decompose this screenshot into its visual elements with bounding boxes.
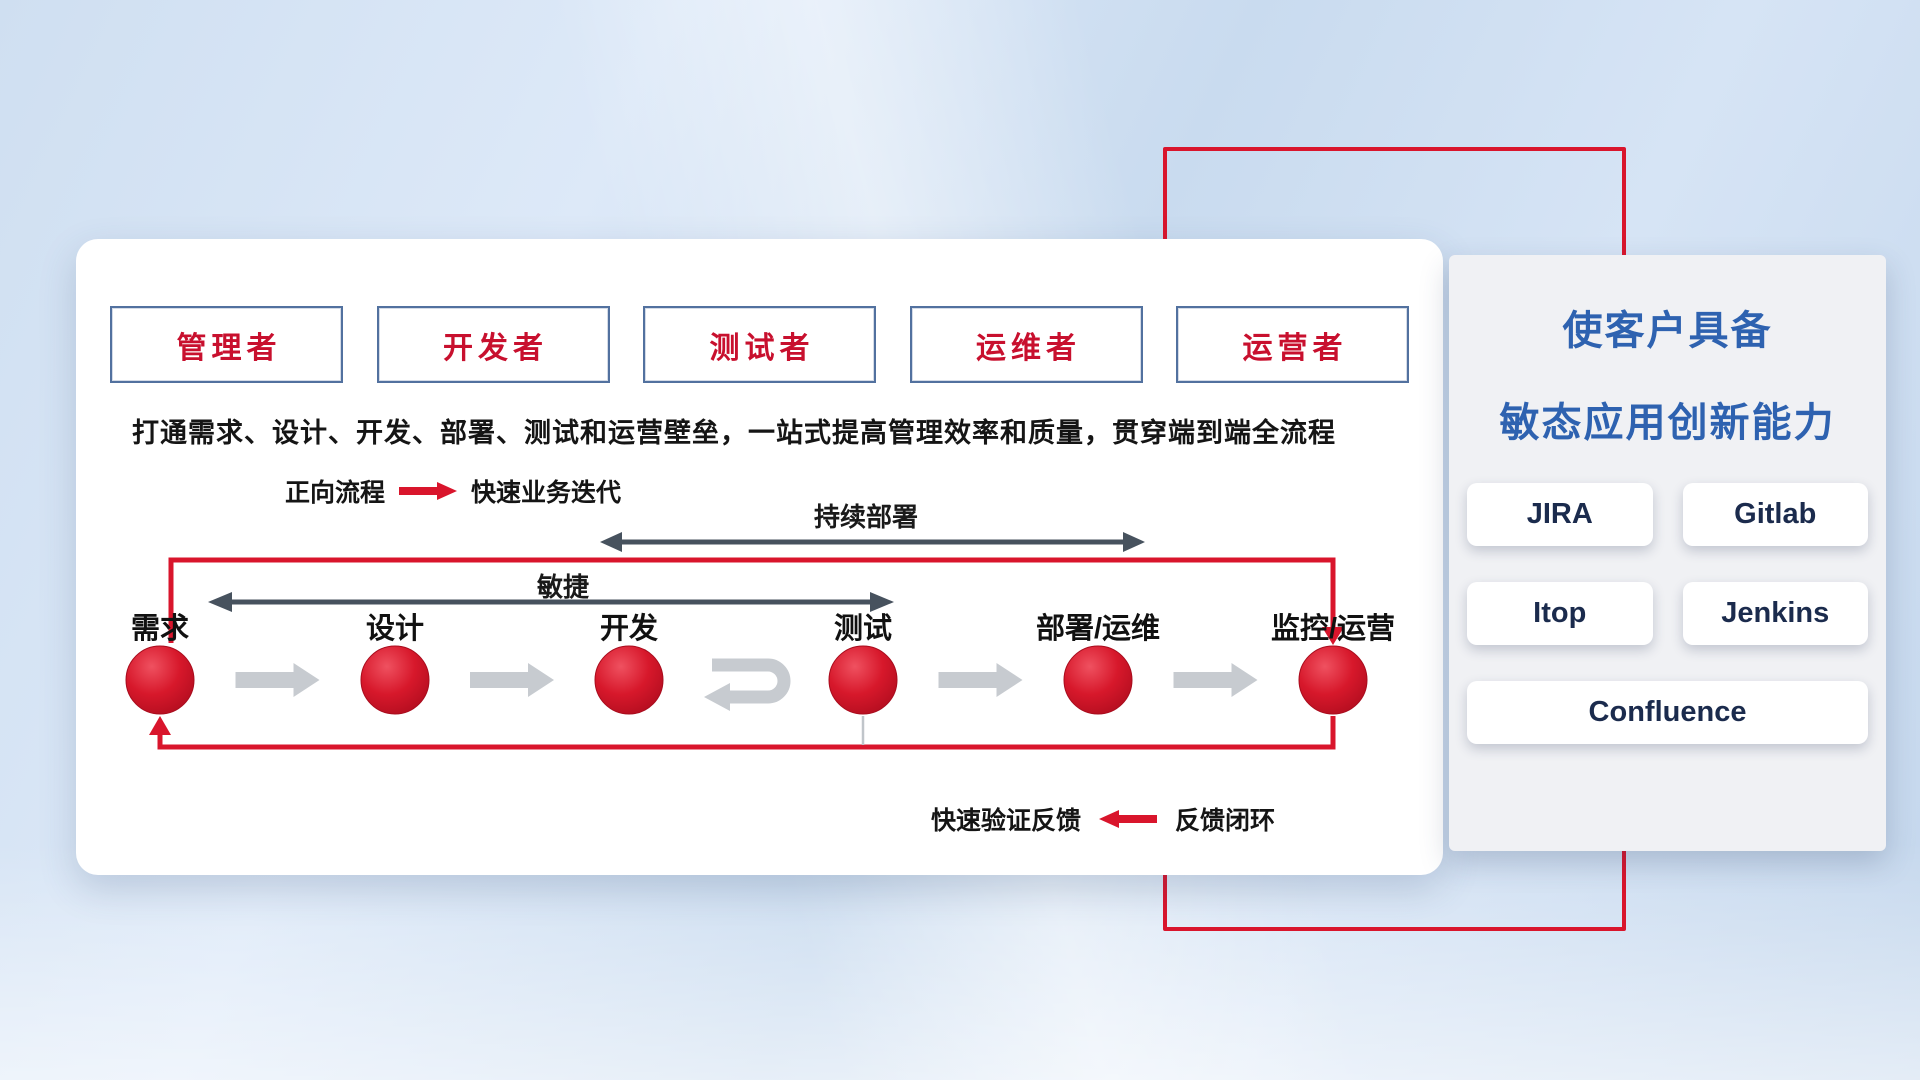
panel-title-line1: 使客户具备 <box>1562 309 1773 353</box>
stage-node-develop <box>594 645 664 715</box>
agile-arrowhead-left <box>208 592 232 612</box>
continuous-deploy-label: 持续部署 <box>813 502 919 532</box>
flow-arrow-1 <box>235 663 320 697</box>
feedback-loop-arrowhead <box>149 716 171 735</box>
stage-label-deploy-ops: 部署/运维 <box>1035 613 1161 645</box>
role-label-operator: 运营者 <box>1242 331 1348 365</box>
stage-label-requirements: 需求 <box>130 613 190 645</box>
stage-node-design <box>360 645 430 715</box>
forward-loop-line <box>168 557 1336 643</box>
role-label-tester: 测试者 <box>709 331 815 365</box>
stage-label-test: 测试 <box>833 613 893 645</box>
flow-arrow-4 <box>938 663 1023 697</box>
dev-test-loop-arrowhead <box>704 683 730 711</box>
tool-box-gitlab: Gitlab <box>1682 483 1868 546</box>
feedback-arrow-icon <box>1099 810 1158 828</box>
tool-box-itop: Itop <box>1467 582 1653 645</box>
panel-title-line2: 敏态应用创新能力 <box>1499 401 1836 445</box>
dev-test-loop-icon <box>712 658 791 704</box>
stage-node-requirements <box>125 645 195 715</box>
stage-label-develop: 开发 <box>599 613 659 645</box>
role-boxes-row: 管理者 开发者 测试者 运维者 运营者 <box>110 306 1409 383</box>
tools-panel: 使客户具备 敏态应用创新能力 JIRA Gitlab Itop Jenkins … <box>1449 255 1886 851</box>
agile-arrowhead-right <box>870 592 894 612</box>
flow-diagram <box>125 532 1368 750</box>
tool-box-jira: JIRA <box>1467 483 1653 546</box>
devops-flow-card: 管理者 开发者 测试者 运维者 运营者 打通需求、设计、开发、部署、测试和运营壁… <box>76 239 1443 875</box>
feedback-loop-line <box>157 716 1336 750</box>
flow-arrow-2 <box>470 663 554 697</box>
role-box-operator: 运营者 <box>1176 306 1409 383</box>
role-label-ops: 运维者 <box>976 331 1081 365</box>
role-box-developer: 开发者 <box>376 306 610 383</box>
role-box-ops: 运维者 <box>909 306 1143 383</box>
legend-forward: 正向流程 快速业务迭代 <box>285 473 621 509</box>
continuous-deploy-arrowhead-right <box>1123 532 1145 552</box>
tool-box-confluence: Confluence <box>1467 681 1868 744</box>
continuous-deploy-arrowhead-left <box>600 532 622 552</box>
role-label-developer: 开发者 <box>443 331 548 365</box>
role-label-manager: 管理者 <box>176 331 282 365</box>
role-box-manager: 管理者 <box>110 306 343 383</box>
stage-label-monitor: 监控/运营 <box>1270 613 1396 645</box>
role-box-tester: 测试者 <box>643 306 876 383</box>
feedback-value: 反馈闭环 <box>1175 807 1276 835</box>
feedback-label: 快速验证反馈 <box>931 807 1082 835</box>
forward-flow-label: 正向流程 <box>285 479 386 507</box>
forward-arrow-icon <box>399 482 458 500</box>
process-description: 打通需求、设计、开发、部署、测试和运营壁垒，一站式提高管理效率和质量，贯穿端到端… <box>132 418 1336 448</box>
flow-arrow-5 <box>1173 663 1258 697</box>
tools-grid: JIRA Gitlab Itop Jenkins Confluence <box>1449 483 1886 744</box>
panel-title: 使客户具备 敏态应用创新能力 <box>1449 255 1886 469</box>
stage-node-deploy-ops <box>1063 645 1133 715</box>
legend-feedback: 快速验证反馈 反馈闭环 <box>931 801 1275 837</box>
stage-node-test <box>828 645 898 715</box>
stage-node-monitor <box>1298 645 1368 715</box>
stage-label-design: 设计 <box>365 613 425 645</box>
forward-flow-value: 快速业务迭代 <box>471 479 622 507</box>
tool-box-jenkins: Jenkins <box>1682 582 1868 645</box>
agile-label: 敏捷 <box>536 572 590 602</box>
forward-loop-arrowhead <box>1322 627 1344 645</box>
